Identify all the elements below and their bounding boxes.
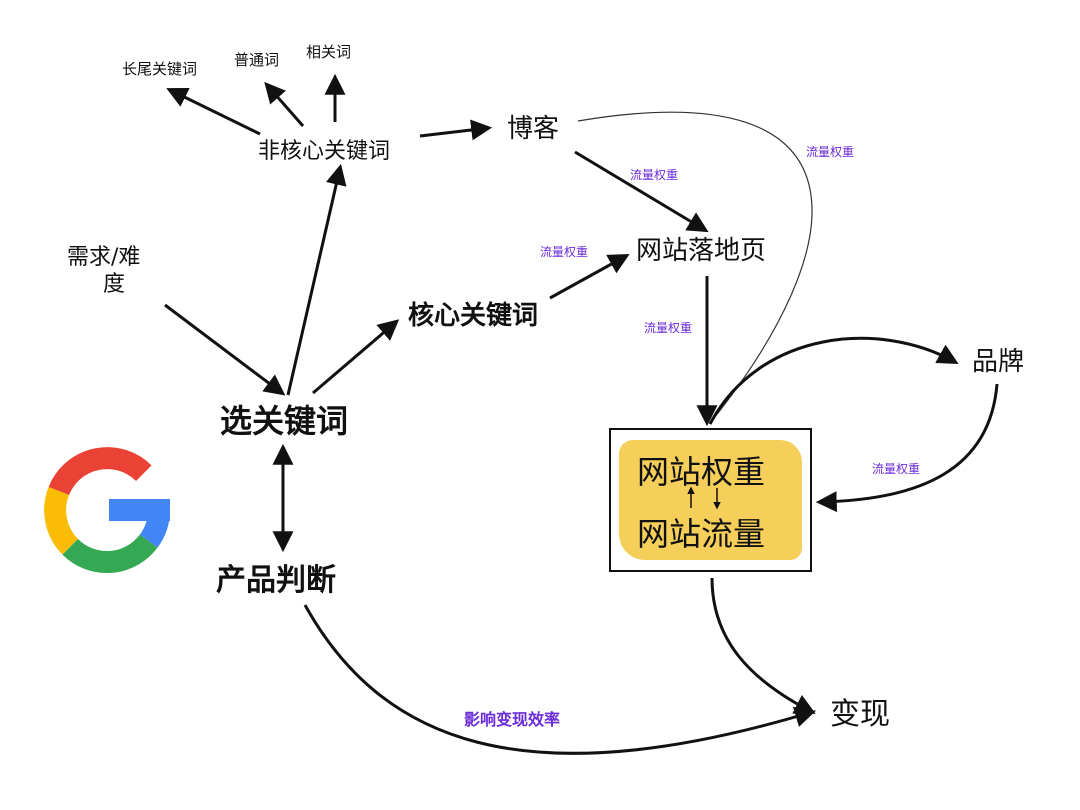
edge-blog-to-landing [574, 150, 709, 233]
node-monetization: 变现 [830, 697, 890, 732]
node-demand-difficulty-line2: 度 [103, 272, 126, 297]
node-common-words: 普通词 [234, 51, 280, 69]
node-landing-page: 网站落地页 [636, 236, 767, 266]
edge-box-to-monetization [710, 577, 816, 714]
edge-box-to-brand [708, 336, 959, 425]
node-demand-difficulty-line1: 需求/难 [67, 245, 141, 270]
label-blog-to-box: 流量权重 [806, 145, 855, 159]
node-blog: 博客 [507, 114, 560, 144]
node-non-core-keywords: 非核心关键词 [258, 139, 391, 164]
edge-noncore-to-common [264, 81, 305, 127]
edge-demand-to-select [164, 303, 286, 396]
highlight-marker [619, 440, 802, 560]
edge-select-to-noncore [286, 163, 347, 396]
node-core-keywords: 核心关键词 [408, 301, 539, 331]
weight-traffic-arrows [687, 486, 721, 510]
node-site-traffic: 网站流量 [637, 515, 766, 553]
node-long-tail-keywords: 长尾关键词 [122, 60, 198, 78]
label-brand-to-box: 流量权重 [872, 462, 921, 476]
edge-brand-to-box [815, 383, 999, 513]
site-weight-traffic-box: 网站权重 网站流量 [609, 428, 812, 572]
google-logo [44, 447, 171, 574]
node-product-judgment: 产品判断 [216, 563, 336, 598]
label-product-to-monetization: 影响变现效率 [464, 710, 561, 729]
edge-noncore-to-longtail [166, 87, 261, 136]
edge-core-to-landing [549, 253, 630, 300]
node-select-keywords: 选关键词 [220, 402, 349, 440]
edge-select-to-core [312, 319, 400, 395]
node-brand: 品牌 [972, 347, 1025, 377]
edge-blog-to-box [577, 111, 813, 424]
node-related-words: 相关词 [306, 43, 352, 61]
edge-noncore-to-blog [419, 119, 493, 141]
node-site-weight: 网站权重 [637, 453, 766, 491]
edge-product-to-monetization [303, 604, 817, 755]
label-core-to-landing: 流量权重 [540, 245, 589, 259]
label-landing-to-box: 流量权重 [644, 321, 693, 335]
label-blog-to-landing: 流量权重 [630, 168, 679, 182]
